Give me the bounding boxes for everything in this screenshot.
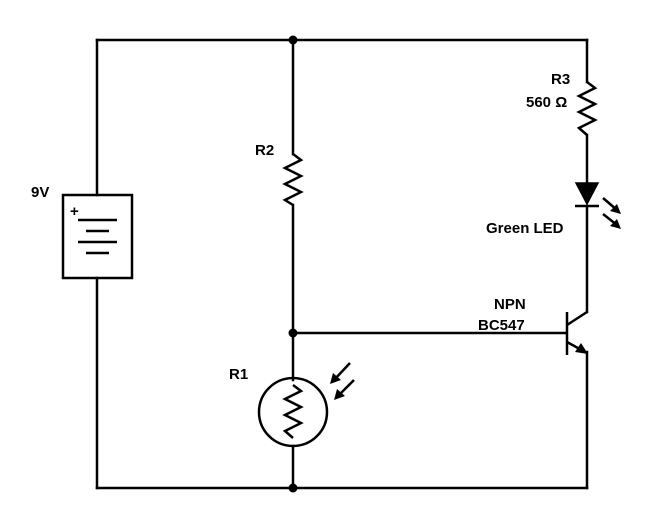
r1-label: R1 bbox=[229, 366, 248, 383]
wires bbox=[95, 38, 589, 490]
battery-symbol: + bbox=[61, 193, 134, 280]
led-emission-arrows bbox=[602, 197, 621, 229]
led-arrowhead-2 bbox=[610, 219, 621, 229]
r2-label: R2 bbox=[255, 142, 274, 159]
ldr-resistor-zigzag bbox=[282, 384, 304, 439]
battery-box bbox=[61, 193, 134, 280]
transistor-model-label: BC547 bbox=[478, 317, 525, 334]
ldr-arrowhead-1 bbox=[330, 373, 341, 384]
r3-label: R3 bbox=[551, 71, 570, 88]
ldr-circle bbox=[257, 376, 329, 448]
led-triangle bbox=[574, 182, 600, 206]
junction-dot-top bbox=[288, 35, 298, 45]
resistor-r2 bbox=[282, 153, 304, 207]
battery-plus-symbol: + bbox=[70, 203, 79, 220]
led-arrowhead-1 bbox=[610, 204, 621, 214]
junction-dot-bottom bbox=[288, 483, 298, 493]
transistor-type-label: NPN bbox=[494, 296, 526, 313]
ldr-light-arrows bbox=[330, 362, 355, 400]
led-symbol bbox=[574, 182, 621, 229]
led-label: Green LED bbox=[486, 220, 564, 237]
transistor-collector-lead bbox=[566, 310, 588, 327]
ldr-arrowhead-2 bbox=[334, 389, 345, 400]
resistor-r3 bbox=[576, 81, 598, 136]
transistor-emitter-arrow bbox=[575, 343, 588, 354]
photoresistor-r1 bbox=[257, 362, 355, 448]
npn-transistor-symbol bbox=[565, 310, 588, 355]
r3-value: 560 Ω bbox=[526, 94, 567, 111]
battery-voltage-label: 9V bbox=[31, 184, 49, 201]
junction-dot-middle bbox=[288, 328, 298, 338]
